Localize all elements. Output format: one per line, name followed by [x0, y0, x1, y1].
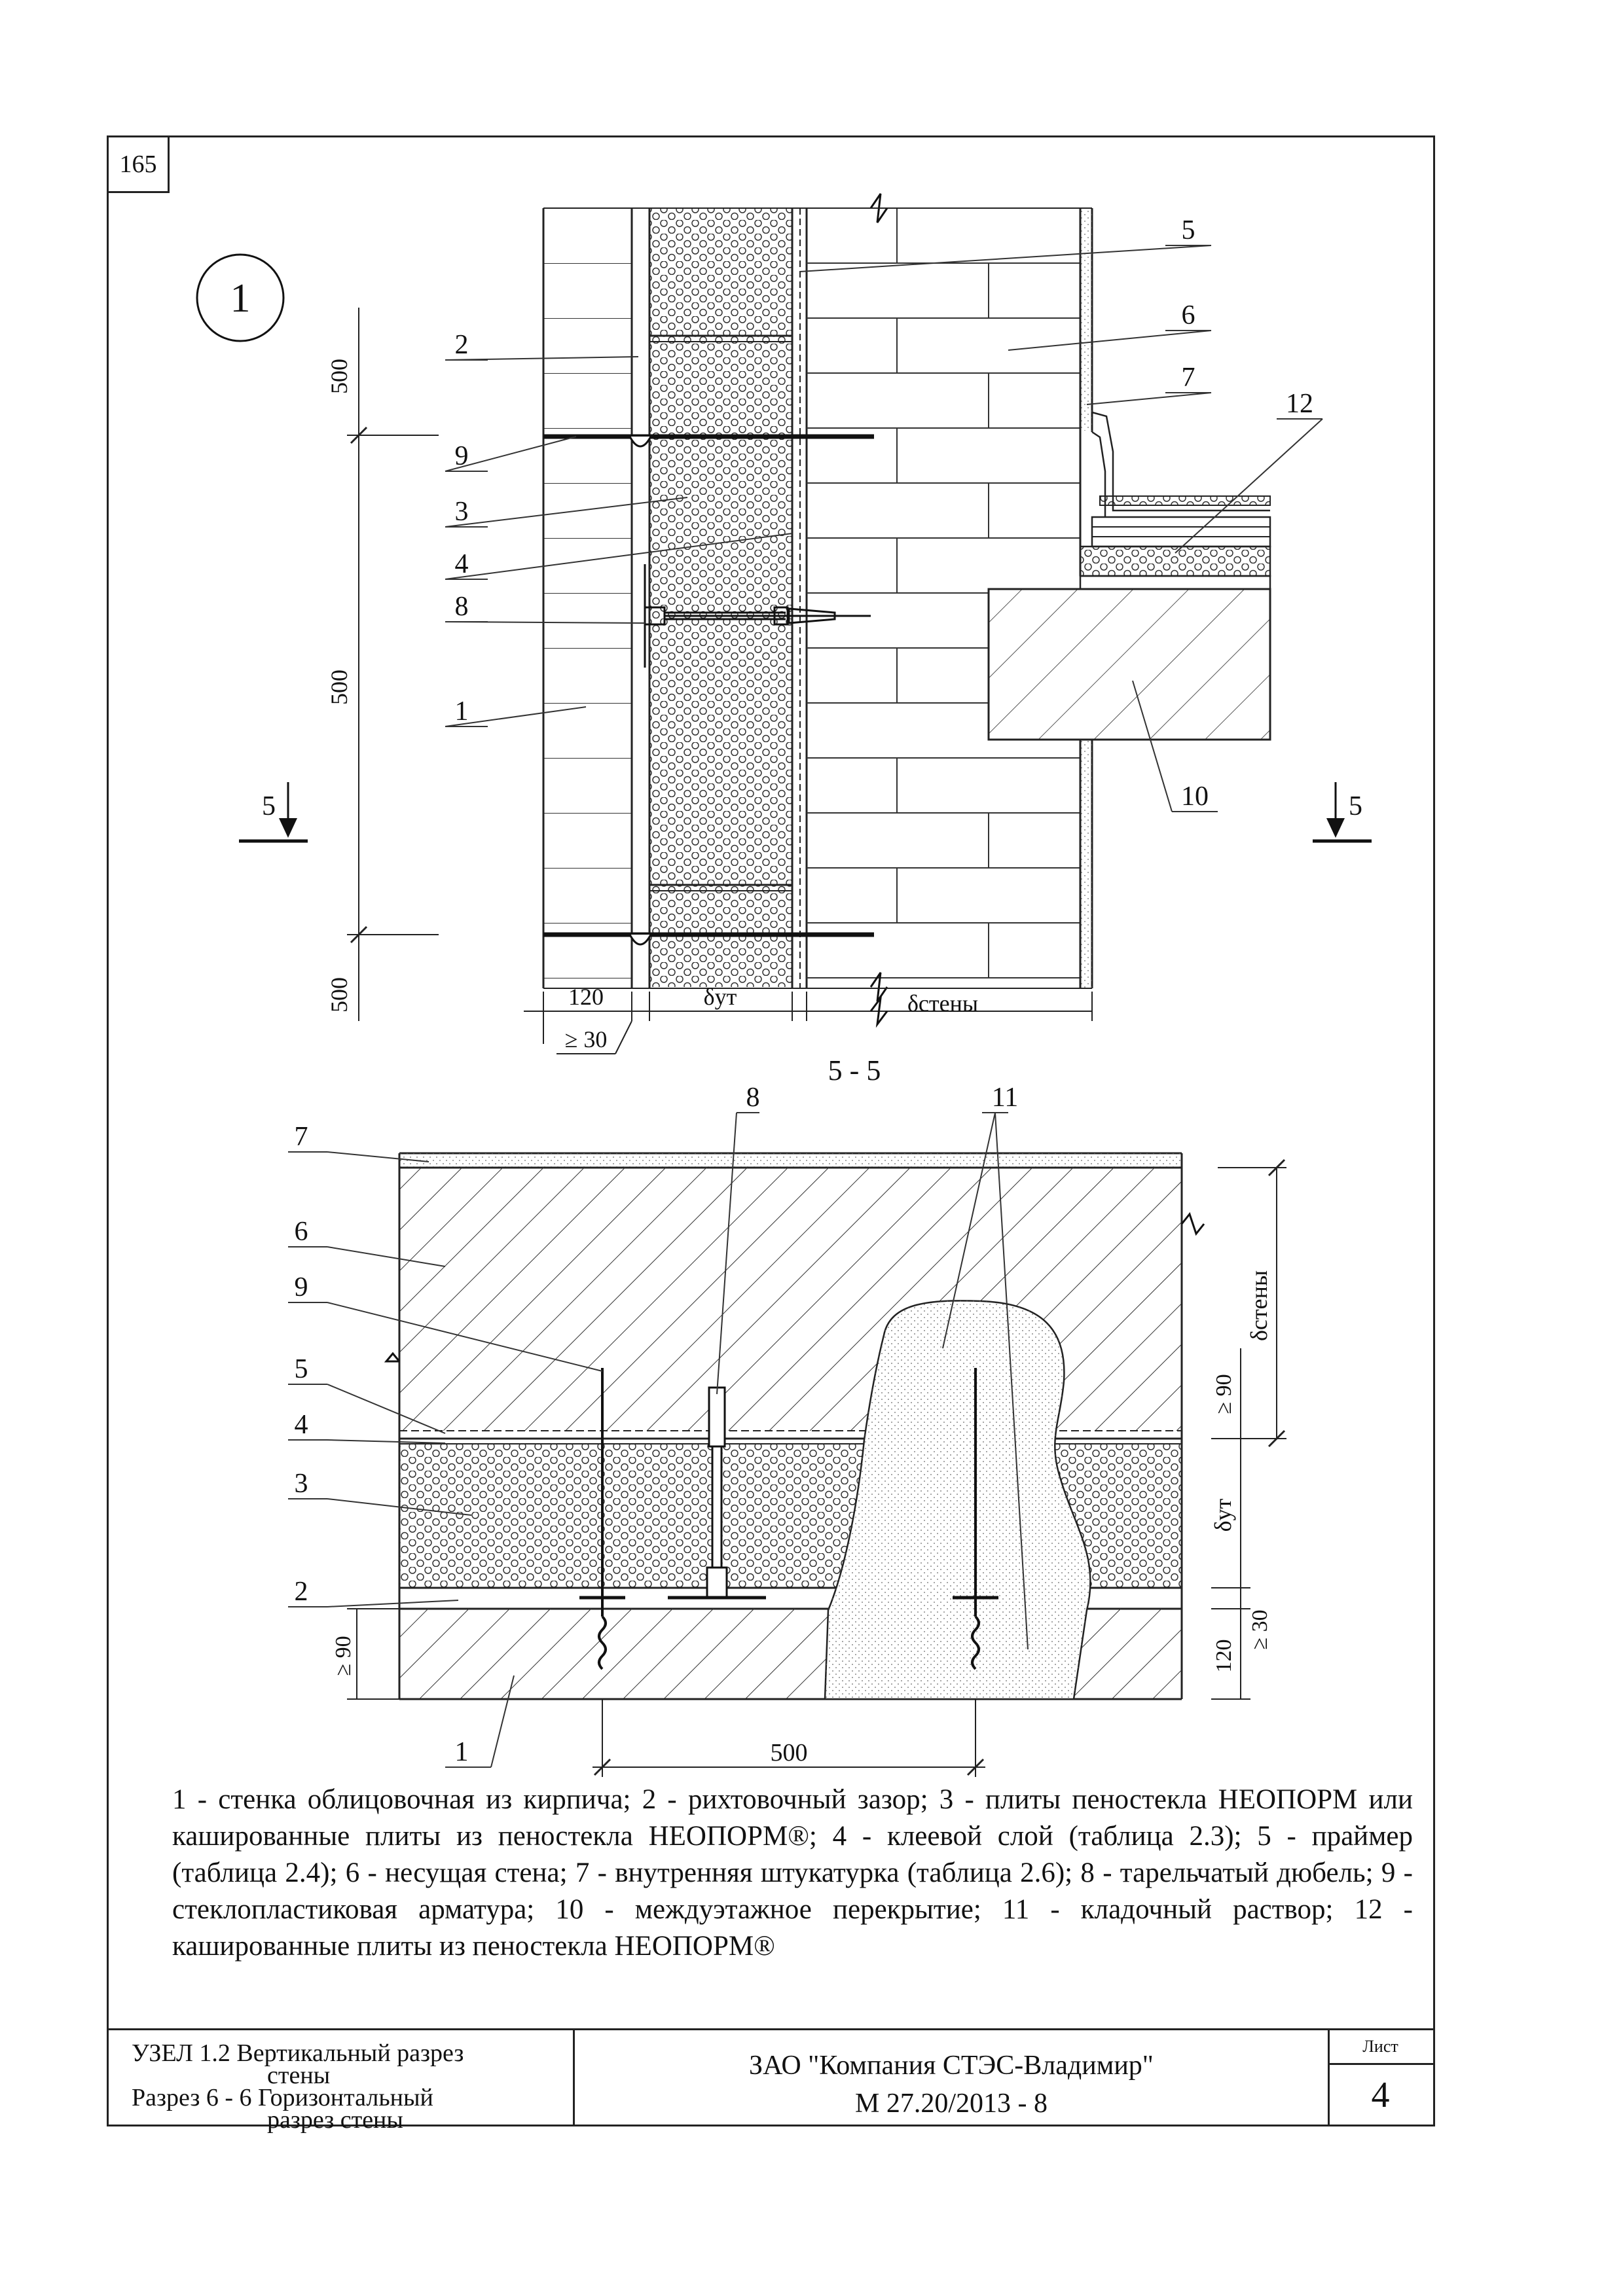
- callout-12-top: 12: [1286, 389, 1313, 419]
- callout-11-bottom: 11: [992, 1083, 1018, 1113]
- legend-text: 1 - стенка облицовочная из кирпича; 2 - …: [172, 1784, 1413, 1962]
- callout-10-top: 10: [1181, 781, 1209, 812]
- dowel-plan: [668, 1386, 766, 1600]
- callout-5-bottom: 5: [295, 1354, 308, 1384]
- callout-8-top: 8: [455, 592, 469, 622]
- title-block-organization: ЗАО "Компания СТЭС-Владимир" М 27.20/201…: [575, 2030, 1330, 2126]
- document-code: М 27.20/2013 - 8: [855, 2089, 1048, 2119]
- title-block-sheet: Лист 4: [1328, 2030, 1433, 2126]
- title-line-2: стены: [267, 2062, 331, 2089]
- callout-6-bottom: 6: [295, 1217, 308, 1247]
- title-block: УЗЕЛ 1.2 Вертикальный разрез стены Разре…: [107, 2028, 1435, 2132]
- plan-dim-30: ≥ 30: [1248, 1609, 1272, 1649]
- page-number: 165: [107, 135, 170, 193]
- floor-slab: [987, 588, 1271, 741]
- callout-9-bottom: 9: [295, 1272, 308, 1302]
- callout-6-top: 6: [1182, 300, 1195, 331]
- callout-9-top: 9: [455, 441, 469, 471]
- callout-3-top: 3: [455, 497, 469, 527]
- dim-500-mid: 500: [326, 670, 352, 705]
- dim-500-bottom: 500: [326, 977, 352, 1013]
- foam-glass-insulation: [649, 208, 792, 987]
- plan-dim-ge90-left: ≥ 90: [331, 1636, 356, 1676]
- mortar-blob: [825, 1300, 1091, 1699]
- callout-3-bottom: 3: [295, 1469, 308, 1499]
- node-number: 1: [230, 276, 251, 321]
- title-line-4: разрез стены: [267, 2106, 403, 2134]
- callout-4-top: 4: [455, 549, 469, 579]
- callout-4-bottom: 4: [295, 1410, 308, 1440]
- plan-dim-wall-thickness: δстены: [1246, 1270, 1272, 1341]
- callout-8-bottom: 8: [746, 1083, 760, 1113]
- plan-dim-ge90-right: ≥ 90: [1212, 1374, 1236, 1414]
- title-line-3: Разрез 6 - 6 Горизонтальный: [132, 2084, 433, 2111]
- plan-dim-500: 500: [771, 1739, 808, 1767]
- bearing-wall-plan: [399, 1168, 1182, 1431]
- callout-2-bottom: 2: [295, 1577, 308, 1607]
- dim-500-top: 500: [326, 359, 352, 394]
- callout-7-top: 7: [1182, 363, 1195, 393]
- callout-5-top: 5: [1182, 215, 1195, 245]
- drawing-frame: [107, 135, 1435, 2126]
- sheet-number: 4: [1371, 2075, 1390, 2115]
- section-label: 5 - 5: [828, 1054, 881, 1086]
- title-line-1: УЗЕЛ 1.2 Вертикальный разрез: [132, 2039, 464, 2067]
- dim-insulation-thickness: δут: [704, 984, 737, 1010]
- dim-120: 120: [568, 984, 604, 1010]
- callout-7-bottom: 7: [295, 1122, 308, 1152]
- facing-brick-leaf: [543, 208, 632, 987]
- section-mark-left: 5: [262, 791, 276, 821]
- horizontal-section: δстены ≥ 90 δут 120 ≥ 30 ≥ 90 500: [288, 1083, 1286, 1777]
- plan-dim-insulation: δут: [1210, 1498, 1236, 1532]
- vertical-section: 1 500 500 500 120 δут δстены ≥ 30 5 5: [196, 193, 1372, 1054]
- section-mark-right: 5: [1349, 791, 1362, 821]
- callout-1-bottom: 1: [455, 1737, 469, 1767]
- node-circle: [196, 253, 285, 342]
- callout-1-top: 1: [455, 696, 469, 726]
- title-block-description: УЗЕЛ 1.2 Вертикальный разрез стены Разре…: [107, 2030, 575, 2132]
- dim-wall-thickness: δстены: [907, 990, 978, 1016]
- dowel: [644, 564, 871, 668]
- plan-dim-120: 120: [1212, 1640, 1236, 1673]
- sheet-label: Лист: [1328, 2030, 1433, 2065]
- callout-2-top: 2: [455, 330, 469, 360]
- organization-name: ЗАО "Компания СТЭС-Владимир": [749, 2051, 1154, 2081]
- dim-gap-30: ≥ 30: [565, 1026, 608, 1052]
